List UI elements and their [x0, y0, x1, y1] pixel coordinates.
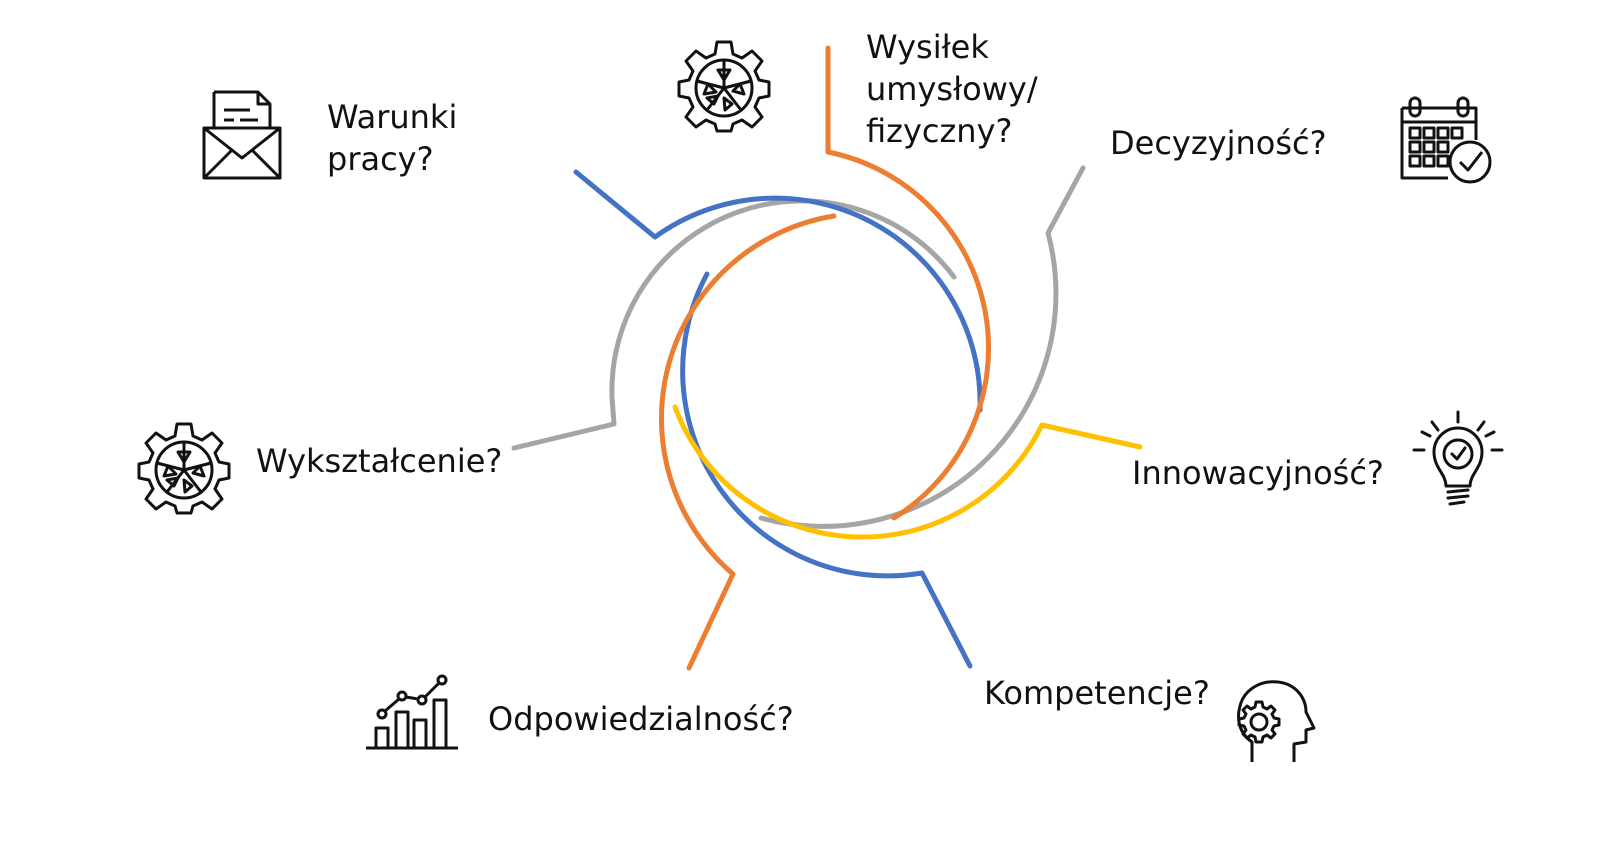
label-odpowiedzialnosc: Odpowiedzialność?: [488, 700, 794, 738]
envelope-icon: [200, 88, 284, 182]
orange-inner-arc: [658, 213, 837, 671]
gear-icon: [676, 38, 772, 134]
label-wyksztalcenie: Wykształcenie?: [256, 442, 503, 480]
orange-outer-arc: [825, 45, 991, 521]
label-warunki-line2: pracy?: [327, 140, 434, 178]
gray-arc: [758, 165, 1086, 529]
bar-chart-icon: [364, 672, 460, 752]
calendar-check-icon: [1398, 94, 1494, 184]
label-warunki-pracy: Warunki pracy?: [327, 96, 457, 180]
label-kompetencje: Kompetencje?: [984, 674, 1210, 712]
yellow-arc: [672, 404, 1143, 540]
lightbulb-icon: [1410, 408, 1506, 512]
blue-outer-arc: [573, 169, 983, 413]
label-wysilek-line2: umysłowy/: [866, 70, 1038, 108]
label-wysilek-line3: fizyczny?: [866, 112, 1013, 150]
label-wysilek-line1: Wysiłek: [866, 28, 989, 66]
label-wysilek: Wysiłek umysłowy/ fizyczny?: [866, 26, 1038, 152]
label-warunki-line1: Warunki: [327, 98, 458, 136]
gray-inner-arc: [511, 198, 957, 451]
head-gear-icon: [1226, 676, 1322, 766]
label-innowacyjnosc: Innowacyjność?: [1132, 454, 1384, 492]
label-decyzyjnosc: Decyzyjność?: [1110, 124, 1327, 162]
gear-icon: [136, 420, 232, 516]
blue-inner-arc: [680, 271, 973, 669]
